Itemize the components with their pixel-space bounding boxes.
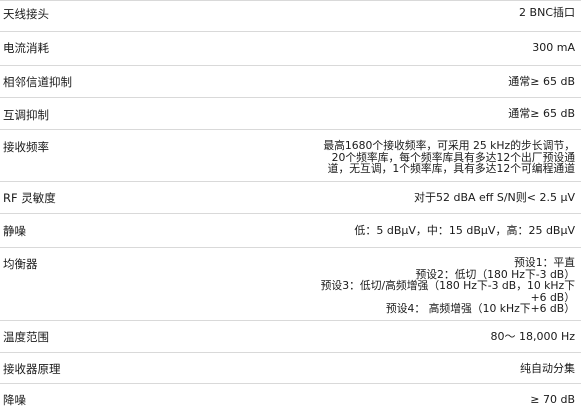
spec-value: 预设1：平直 预设2：低切（180 Hz下-3 dB） 预设3：低切/高频增强（… (321, 257, 575, 315)
spec-value-line: 对于52 dBA eff S/N则< 2.5 μV (413, 191, 575, 204)
spec-label: 电流消耗 (3, 41, 49, 55)
spec-value-line: +6 dB） (530, 290, 575, 304)
spec-value-line: 2 BNC插口 (519, 6, 575, 19)
spec-value-line: 通常≥ 65 dB (508, 75, 575, 88)
spec-value-line: 最高1680个接收频率，可采用 25 kHz的步长调节， (323, 139, 575, 152)
spec-label: RF 灵敏度 (3, 191, 56, 205)
spec-value-line: 道，无互调，1个频率库，具有多达12个可编程通道 (327, 162, 575, 175)
spec-label: 互调抑制 (3, 108, 49, 122)
spec-label: 均衡器 (3, 257, 38, 271)
spec-row-intermodulation-rejection: 互调抑制 通常≥ 65 dB (0, 98, 581, 130)
spec-value-line: 预设1：平直 (514, 256, 575, 269)
spec-label: 静噪 (3, 224, 26, 238)
spec-value: 300 mA (532, 42, 575, 54)
spec-row-noise-reduction: 降噪 ≥ 70 dB (0, 384, 581, 417)
spec-label: 接收频率 (3, 140, 49, 154)
spec-value-line: 预设4： 高频增强（10 kHz下+6 dB） (385, 302, 575, 315)
spec-value-line: 预设3：低切/高频增强（180 Hz下-3 dB，10 kHz下 (320, 279, 575, 292)
spec-value: 2 BNC插口 (519, 7, 575, 19)
spec-row-current-consumption: 电流消耗 300 mA (0, 32, 581, 66)
spec-row-rf-sensitivity: RF 灵敏度 对于52 dBA eff S/N则< 2.5 μV (0, 182, 581, 214)
spec-value: 通常≥ 65 dB (508, 76, 575, 88)
spec-value: 通常≥ 65 dB (508, 108, 575, 120)
spec-row-temperature-range: 温度范围 80～ 18,000 Hz (0, 321, 581, 353)
spec-value-line: 纯自动分集 (520, 362, 575, 375)
spec-label: 接收器原理 (3, 362, 61, 376)
spec-row-adjacent-channel-rejection: 相邻信道抑制 通常≥ 65 dB (0, 66, 581, 98)
spec-value: ≥ 70 dB (530, 394, 575, 406)
spec-value-line: 300 mA (532, 41, 575, 54)
spec-value: 纯自动分集 (520, 363, 575, 375)
spec-row-squelch: 静噪 低：5 dBμV，中：15 dBμV，高：25 dBμV (0, 214, 581, 248)
spec-value-line: 预设2：低切（180 Hz下-3 dB） (415, 267, 575, 281)
spec-value: 80～ 18,000 Hz (490, 331, 575, 343)
spec-label: 温度范围 (3, 330, 49, 344)
spec-value: 对于52 dBA eff S/N则< 2.5 μV (414, 192, 575, 204)
spec-value: 低：5 dBμV，中：15 dBμV，高：25 dBμV (354, 225, 575, 237)
spec-value-line: 通常≥ 65 dB (508, 107, 575, 120)
spec-value-line: 80～ 18,000 Hz (490, 330, 575, 343)
spec-value-line: 20个频率库，每个频率库具有多达12个出厂预设通 (331, 150, 575, 164)
spec-label: 降噪 (3, 393, 26, 407)
spec-row-antenna-connector: 天线接头 2 BNC插口 (0, 1, 581, 32)
spec-value: 最高1680个接收频率，可采用 25 kHz的步长调节， 20个频率库，每个频率… (323, 140, 575, 175)
spec-label: 相邻信道抑制 (3, 75, 72, 89)
spec-row-equalizer: 均衡器 预设1：平直 预设2：低切（180 Hz下-3 dB） 预设3：低切/高… (0, 248, 581, 321)
spec-label: 天线接头 (3, 7, 49, 21)
spec-value-line: 低：5 dBμV，中：15 dBμV，高：25 dBμV (354, 224, 575, 237)
spec-row-receiver-principle: 接收器原理 纯自动分集 (0, 353, 581, 384)
spec-value-line: ≥ 70 dB (530, 393, 575, 406)
spec-row-receiving-frequency: 接收频率 最高1680个接收频率，可采用 25 kHz的步长调节， 20个频率库… (0, 130, 581, 182)
